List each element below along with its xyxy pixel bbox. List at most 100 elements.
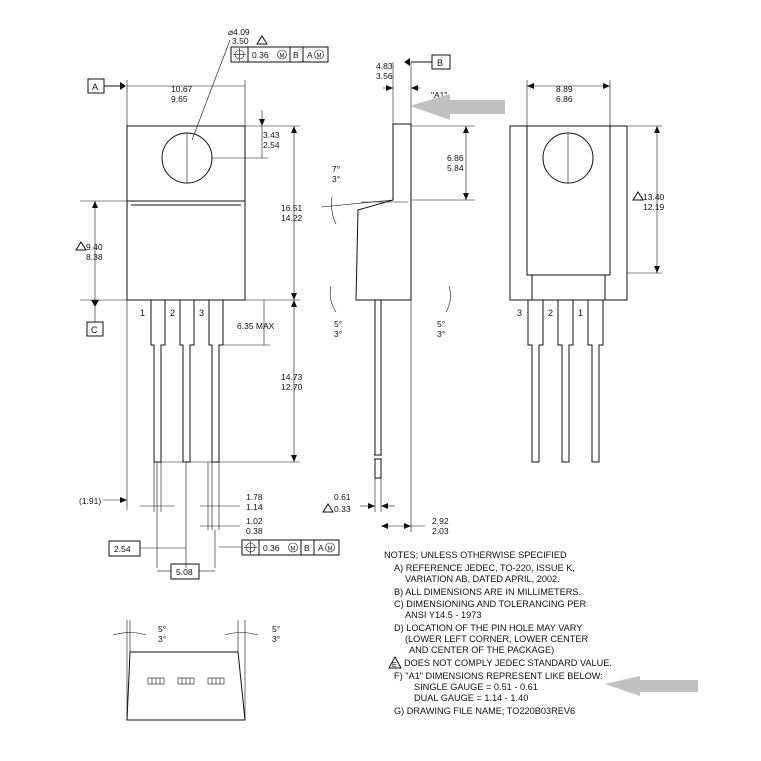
lead-length-min: 12.70 <box>281 382 303 392</box>
bottom-draft-left-max: 5° <box>158 624 166 634</box>
offset-ref: (1.91) <box>79 496 101 506</box>
tab-thick-max: 4.83 <box>376 61 393 71</box>
note-f: F) "A1" DIMENSIONS REPRESENT LIKE BELOW: <box>394 671 603 681</box>
note-d2: (LOWER LEFT CORNER, LOWER CENTER <box>405 634 588 644</box>
max-dimension: 6.35 MAX <box>237 321 275 331</box>
fcf-bottom-tol: 0.36 <box>263 543 280 553</box>
draft-right-min: 3° <box>437 329 445 339</box>
back-leads <box>527 300 604 463</box>
notes-block: NOTES; UNLESS OTHERWISE SPECIFIED A) REF… <box>384 550 698 716</box>
tab-thick-min: 3.56 <box>376 71 393 81</box>
back-lead-number-3: 3 <box>517 308 522 318</box>
note-c1: C) DIMENSIONING AND TOLERANCING PER <box>394 599 586 609</box>
lead-length-max: 14.73 <box>281 372 303 382</box>
back-height-max: 13.40 <box>643 192 665 202</box>
tab-section-min: 5.84 <box>447 163 464 173</box>
lead-standoff-max: 2.92 <box>432 516 449 526</box>
notes-pointer-arrow <box>605 676 698 696</box>
fcf-top-datum-b: B <box>293 50 299 60</box>
note-e-letter: E <box>392 662 397 669</box>
a1-label: "A1" <box>431 90 447 100</box>
fcf-top: 0.36 M B A M <box>230 46 329 63</box>
note-c2: ANSI Y14.5 - 1973 <box>405 610 481 620</box>
back-view: 3 2 1 8.89 6.86 13.40 12.19 <box>509 80 665 463</box>
draft-top-min: 3° <box>332 174 340 184</box>
datum-b-label: B <box>437 58 443 68</box>
side-profile <box>355 123 412 301</box>
overall-body-max: 16.51 <box>281 203 303 213</box>
fcf-top-tol: 0.36 <box>252 50 269 60</box>
tab-section-max: 6.86 <box>447 153 464 163</box>
bottom-draft-right-max: 5° <box>272 624 280 634</box>
note-d1: D) LOCATION OF THE PIN HOLE MAY VARY <box>394 623 582 633</box>
note-e-flag <box>388 655 402 669</box>
datum-a-label: A <box>92 82 98 92</box>
fcf-bottom-mmc2: M <box>328 547 333 553</box>
note-g: G) DRAWING FILE NAME; TO220B03REV6 <box>394 706 575 716</box>
note-f-dual: DUAL GAUGE = 1.14 - 1.40 <box>414 693 528 703</box>
double-pitch-box <box>170 563 200 580</box>
hole-dia-min: 3.50 <box>232 36 249 46</box>
lead-offset-min: 0.33 <box>334 504 351 514</box>
pitch-value: 2.54 <box>114 544 131 554</box>
lead-width-min: 1.14 <box>246 502 263 512</box>
fcf-bottom-datum-b: B <box>304 543 310 553</box>
note-b: B) ALL DIMENSIONS ARE IN MILLIMETERS. <box>394 587 581 597</box>
fcf-bottom: 0.36 M B A M <box>241 539 340 556</box>
fcf-bottom-mmc1: M <box>291 547 296 553</box>
lead-offset-max: 0.61 <box>334 492 351 502</box>
notes-header: NOTES; UNLESS OTHERWISE SPECIFIED <box>384 550 567 560</box>
draft-right-max: 5° <box>437 319 445 329</box>
lead-number-3: 3 <box>199 308 204 318</box>
fcf-top-datum-a: A <box>307 50 313 60</box>
tab-to-hole-min: 2.54 <box>263 140 280 150</box>
bottom-lead-pads <box>147 677 225 685</box>
double-pitch-value: 5.08 <box>176 567 193 577</box>
note-f-single: SINGLE GAUGE = 0.51 - 0.61 <box>414 682 538 692</box>
fcf-top-mmc1: M <box>280 54 285 60</box>
lead-number-2: 2 <box>170 308 175 318</box>
body-height-max: 9.40 <box>86 242 103 252</box>
datum-c-label: C <box>91 325 98 335</box>
side-view: 4.83 3.56 B "A1" 6.86 5.84 7° 3° 5° 3° 5… <box>320 54 505 536</box>
tab-to-hole-max: 3.43 <box>263 130 280 140</box>
lead-standoff-min: 2.03 <box>432 526 449 536</box>
fcf-bottom-datum-a: A <box>318 543 324 553</box>
a1-pointer-arrow <box>410 94 505 120</box>
bottom-profile <box>126 651 246 721</box>
bottom-view: 5° 3° 5° 3° <box>112 620 280 721</box>
draft-top-max: 7° <box>332 164 340 174</box>
width-min: 9.65 <box>171 94 188 104</box>
lead-thick-max: 1.02 <box>246 516 263 526</box>
front-view: 1 2 3 A 10.67 9.65 ⌀4.09 3.50 0.36 M B A <box>75 27 340 580</box>
back-width-max: 8.89 <box>556 84 573 94</box>
draft-left-min: 3° <box>334 329 342 339</box>
body-height-min: 8.38 <box>86 252 103 262</box>
lead-number-1: 1 <box>140 308 145 318</box>
lead-width-max: 1.78 <box>246 492 263 502</box>
front-body <box>126 200 246 301</box>
note-d3: AND CENTER OF THE PACKAGE) <box>409 645 554 655</box>
note-e-triangle <box>256 35 268 45</box>
lead-thick-min: 0.38 <box>246 526 263 536</box>
datum-b-box <box>431 54 451 70</box>
pitch-box <box>108 540 141 557</box>
note-e: DOES NOT COMPLY JEDEC STANDARD VALUE. <box>404 658 612 668</box>
back-lead-number-1: 1 <box>578 308 583 318</box>
overall-body-min: 14.22 <box>281 213 303 223</box>
back-width-min: 6.86 <box>556 94 573 104</box>
note-a2: VARIATION AB, DATED APRIL, 2002. <box>405 574 560 584</box>
bottom-draft-left-min: 3° <box>158 634 166 644</box>
back-height-min: 12.19 <box>643 202 665 212</box>
front-tab <box>126 125 246 202</box>
note-a1: A) REFERENCE JEDEC, TO-220, ISSUE K, <box>394 563 575 573</box>
back-lead-number-2: 2 <box>548 308 553 318</box>
bottom-draft-right-min: 3° <box>272 634 280 644</box>
hole-dia-max: ⌀4.09 <box>228 27 250 37</box>
back-profile <box>509 125 628 301</box>
width-max: 10.67 <box>171 84 193 94</box>
front-leads <box>150 300 224 463</box>
fcf-top-mmc2: M <box>317 54 322 60</box>
draft-left-max: 5° <box>334 319 342 329</box>
